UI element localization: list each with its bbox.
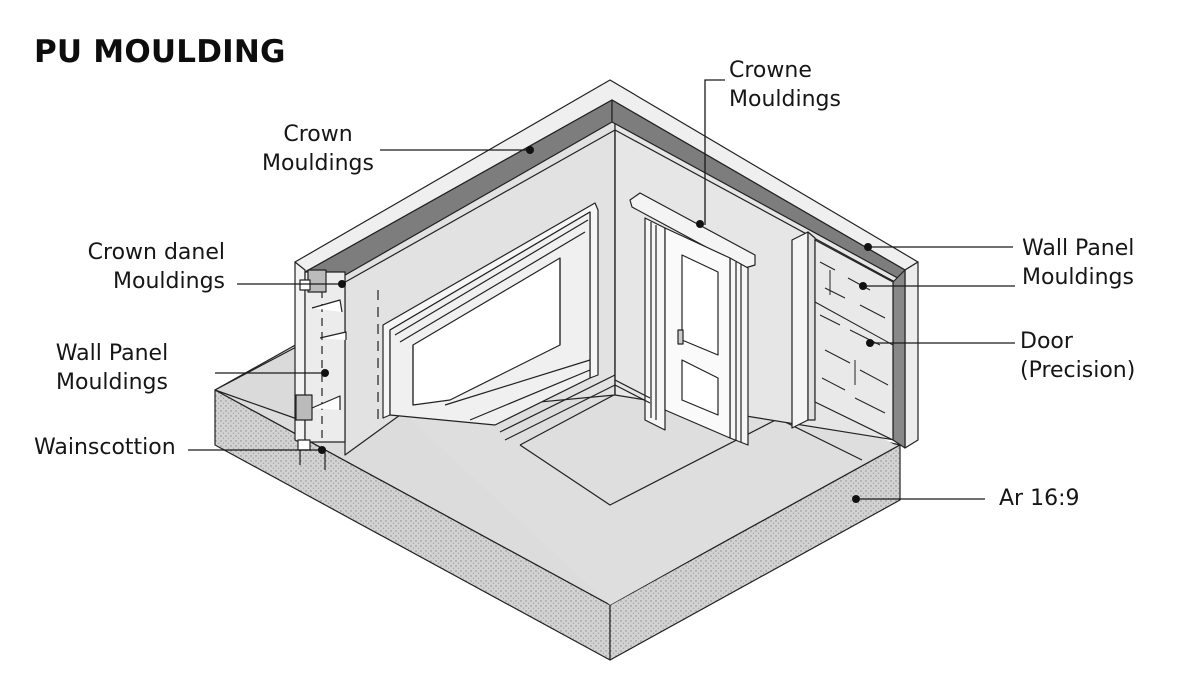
callout-leaders — [188, 79, 1015, 500]
corner-trim — [791, 231, 809, 429]
callout-dots — [318, 146, 874, 503]
label-wall-panel-mouldings-left: Wall Panel Mouldings — [55, 341, 169, 395]
wall-panel-right-dot-1 — [864, 243, 872, 251]
door-dot — [866, 339, 874, 347]
label-wall-panel-mouldings-right: Wall Panel Mouldings — [1022, 236, 1135, 290]
wainscotting-dot — [318, 446, 326, 454]
crown-left-dot — [526, 146, 534, 154]
label-crown-mouldings-left: Crown Mouldings — [262, 122, 374, 176]
crown-panel-dot — [338, 280, 346, 288]
door-assembly — [629, 192, 756, 446]
label-wainscotting: Wainscottion — [34, 435, 176, 460]
diagram-title: PU MOULDING — [34, 34, 286, 70]
right-wall-edge — [904, 261, 919, 449]
panel-texture — [814, 261, 894, 414]
floor-slab-side-right — [609, 444, 901, 661]
window-panel-moulding — [382, 202, 616, 441]
wall-panel-block — [814, 239, 894, 441]
label-door-precision: Door (Precision) — [1020, 329, 1136, 383]
label-crowne-mouldings-top: Crowne Mouldings — [729, 58, 841, 112]
crown-top-dot — [696, 220, 704, 228]
aspect-dot — [852, 495, 860, 503]
label-aspect-ratio: Ar 16:9 — [999, 486, 1080, 511]
wall-panel-left-dot — [321, 369, 329, 377]
label-crown-panel-mouldings: Crown danel Mouldings — [87, 240, 225, 294]
wall-panel-right-dot-2 — [859, 282, 867, 290]
